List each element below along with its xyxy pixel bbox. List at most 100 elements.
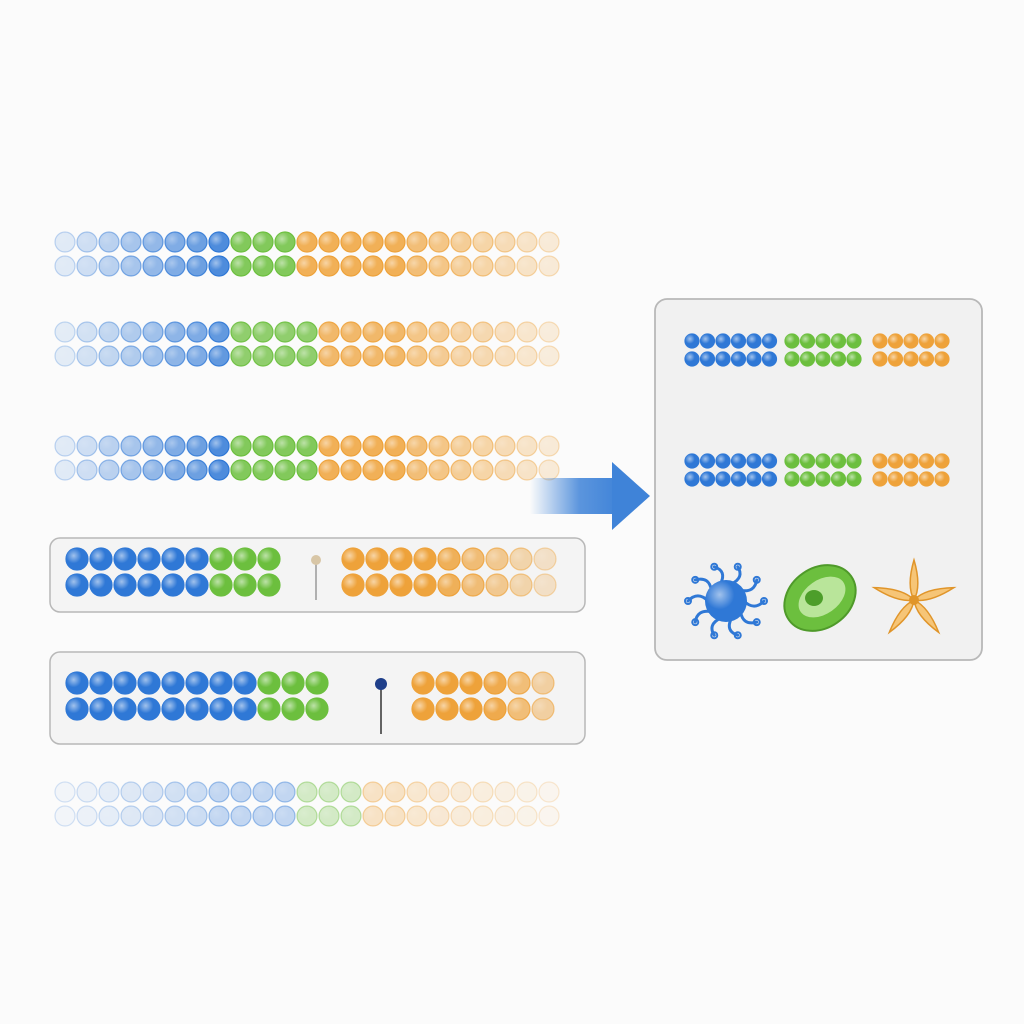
microbe-flagellum-tip: [684, 597, 692, 605]
bead-highlight: [363, 436, 383, 456]
bead-highlight: [187, 436, 207, 456]
bead-highlight: [532, 672, 554, 694]
bead-highlight: [486, 548, 508, 570]
bead-highlight: [209, 806, 229, 826]
bead-highlight: [138, 548, 160, 570]
bead-highlight: [114, 574, 136, 596]
bead-highlight: [121, 346, 141, 366]
bead-highlight: [253, 322, 273, 342]
bead-highlight: [539, 256, 559, 276]
bead-highlight: [187, 806, 207, 826]
bead-highlight: [747, 472, 761, 486]
result-panel: [654, 298, 983, 661]
bead-highlight: [90, 698, 112, 720]
bead-highlight: [99, 806, 119, 826]
bead-highlight: [935, 352, 949, 366]
bead-highlight: [363, 322, 383, 342]
bead-highlight: [407, 460, 427, 480]
bead-highlight: [55, 806, 75, 826]
bead-highlight: [716, 334, 730, 348]
bead-highlight: [429, 460, 449, 480]
bead-highlight: [747, 352, 761, 366]
bead-highlight: [385, 806, 405, 826]
bead-highlight: [888, 454, 903, 468]
bead-highlight: [847, 454, 861, 468]
bead-highlight: [385, 460, 405, 480]
bead-highlight: [532, 698, 554, 720]
bead-highlight: [341, 232, 361, 252]
bead-highlight: [121, 782, 141, 802]
bead-highlight: [473, 436, 493, 456]
result-strand-2: [684, 453, 950, 487]
arrow-head: [612, 462, 650, 530]
bead-highlight: [873, 352, 887, 366]
bead-highlight: [484, 698, 506, 720]
bead-highlight: [99, 782, 119, 802]
bead-highlight: [162, 548, 184, 570]
bead-highlight: [762, 472, 777, 486]
bead-highlight: [517, 346, 537, 366]
bead-highlight: [282, 698, 304, 720]
bead-highlight: [55, 256, 75, 276]
microbe-flagellum-tip: [691, 618, 700, 627]
bead-highlight: [685, 472, 699, 486]
bead-highlight: [412, 672, 434, 694]
bead-highlight: [800, 472, 815, 486]
bead-highlight: [510, 548, 532, 570]
bead-highlight: [342, 574, 364, 596]
bead-highlight: [508, 672, 530, 694]
bead-highlight: [90, 574, 112, 596]
microbe-flagellum-tip: [752, 618, 761, 627]
petal: [913, 598, 941, 635]
bead-highlight: [66, 548, 88, 570]
microbe-flagellum-tip: [752, 575, 761, 584]
bead-highlight: [66, 574, 88, 596]
strand-1: [54, 231, 560, 277]
bead-highlight: [275, 436, 295, 456]
bead-highlight: [800, 454, 815, 468]
bead-highlight: [390, 574, 412, 596]
bead-highlight: [114, 672, 136, 694]
bead-highlight: [99, 256, 119, 276]
bead-highlight: [935, 454, 949, 468]
bead-highlight: [919, 472, 934, 486]
bead-highlight: [121, 322, 141, 342]
bead-highlight: [414, 574, 436, 596]
bead-highlight: [210, 574, 232, 596]
bead-highlight: [165, 232, 185, 252]
bead-highlight: [888, 352, 903, 366]
bead-highlight: [385, 232, 405, 252]
bead-highlight: [297, 322, 317, 342]
bead-highlight: [473, 346, 493, 366]
bead-highlight: [539, 460, 559, 480]
bead-highlight: [210, 672, 232, 694]
bead-highlight: [275, 346, 295, 366]
bead-highlight: [451, 436, 471, 456]
bead-highlight: [114, 698, 136, 720]
bead-highlight: [904, 352, 918, 366]
bead-highlight: [165, 782, 185, 802]
bead-highlight: [495, 346, 515, 366]
bead-highlight: [231, 460, 251, 480]
bead-highlight: [495, 256, 515, 276]
bead-highlight: [534, 574, 556, 596]
bead-highlight: [209, 322, 229, 342]
bead-highlight: [165, 806, 185, 826]
bead-highlight: [275, 232, 295, 252]
bead-highlight: [121, 232, 141, 252]
bead-highlight: [462, 574, 484, 596]
bead-highlight: [363, 806, 383, 826]
bead-highlight: [319, 256, 339, 276]
bead-highlight: [451, 346, 471, 366]
bead-highlight: [90, 548, 112, 570]
microbe-flagellum-tip: [710, 562, 719, 571]
bead-highlight: [275, 782, 295, 802]
bead-highlight: [231, 322, 251, 342]
bead-highlight: [209, 346, 229, 366]
bead-highlight: [165, 256, 185, 276]
bead-highlight: [731, 472, 746, 486]
bead-highlight: [341, 322, 361, 342]
bead-highlight: [495, 806, 515, 826]
bead-highlight: [187, 346, 207, 366]
bead-highlight: [451, 322, 471, 342]
